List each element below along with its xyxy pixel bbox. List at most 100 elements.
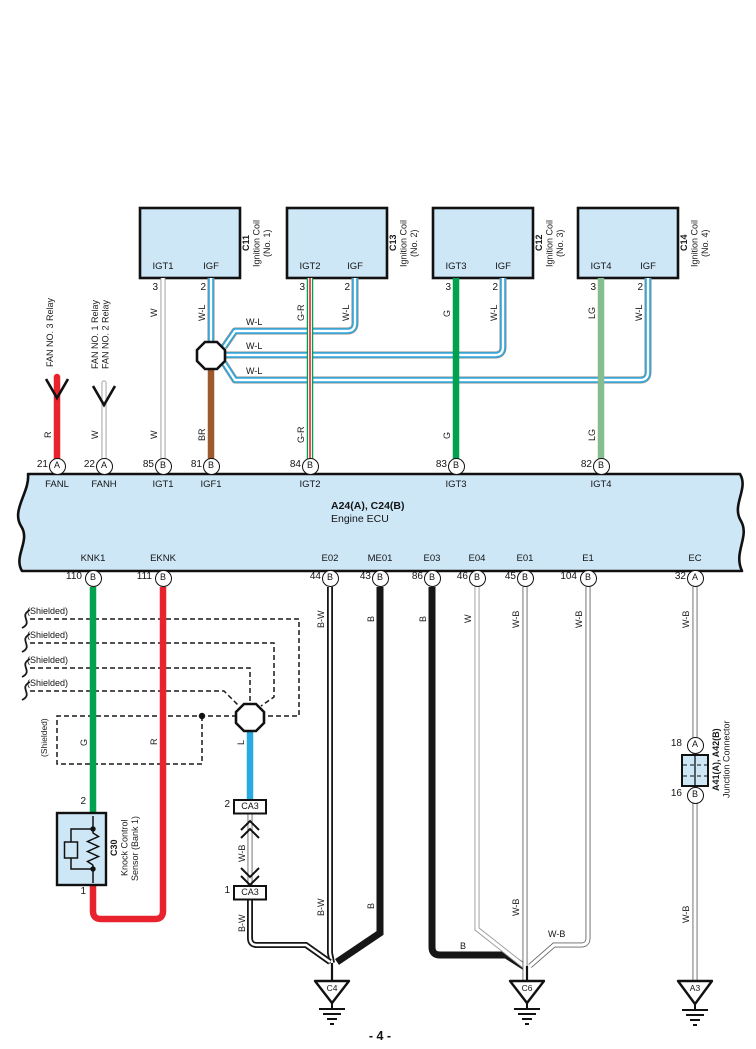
wire-label: W-L bbox=[246, 317, 263, 327]
coil2-pin-igf: IGF bbox=[347, 261, 363, 272]
ground-c4 bbox=[313, 963, 351, 1025]
pin-number: 111 bbox=[136, 571, 152, 582]
wire-label: B bbox=[366, 616, 376, 623]
wire-label: L bbox=[236, 739, 246, 745]
wire-label: W-L bbox=[246, 366, 263, 376]
wire-label: B bbox=[366, 903, 376, 910]
wire-label: B bbox=[460, 941, 467, 951]
wire-label: W-B bbox=[548, 929, 566, 939]
ecu-terminal-name: E01 bbox=[516, 553, 534, 564]
ecu-terminal-name: IGT1 bbox=[152, 479, 174, 490]
wire-e1-wb bbox=[530, 587, 588, 966]
wire-label: W-B bbox=[681, 610, 691, 628]
pin-connector-letter: B bbox=[202, 457, 220, 475]
wire-label: R bbox=[149, 738, 159, 746]
pin-number: 81 bbox=[190, 459, 202, 470]
pin-number: 16 bbox=[670, 788, 682, 799]
wire-label: W-B bbox=[511, 898, 521, 916]
wire-label: W-B bbox=[574, 610, 584, 628]
ecu-terminal-name: FANH bbox=[91, 479, 117, 490]
ground-name: C6 bbox=[521, 983, 533, 993]
ignition-coil-boxes bbox=[138, 206, 680, 280]
junction-octagon-top bbox=[195, 340, 227, 371]
pin-connector-letter: B bbox=[154, 457, 172, 475]
shield-label: (Shielded) bbox=[27, 630, 69, 640]
shield-label: (Shielded) bbox=[39, 718, 49, 758]
pin-number: 21 bbox=[36, 459, 48, 470]
wire-e02-bw bbox=[330, 587, 332, 963]
pin-number: 84 bbox=[289, 459, 301, 470]
pin-connector-letter: B bbox=[686, 786, 704, 804]
coil3-pin3-num: 3 bbox=[445, 282, 451, 293]
wire-label: G-R bbox=[296, 426, 306, 444]
pin-connector-letter: B bbox=[592, 457, 610, 475]
wire-label: LG bbox=[587, 307, 597, 320]
wire-label: B-W bbox=[237, 914, 247, 932]
pin-connector-letter: B bbox=[447, 457, 465, 475]
coil2-pin2-num: 2 bbox=[344, 282, 350, 293]
coil2-pin-igt2: IGT2 bbox=[299, 261, 321, 272]
wire-label: G bbox=[442, 431, 452, 439]
wire-label: B bbox=[418, 616, 428, 623]
wire-label: W-L bbox=[197, 304, 207, 322]
pin-number: 45 bbox=[504, 571, 516, 582]
shield-label: (Shielded) bbox=[27, 655, 69, 665]
ca3-connector-label: CA3 bbox=[241, 801, 259, 811]
pin-number: 82 bbox=[580, 459, 592, 470]
wire-label: G bbox=[79, 738, 89, 746]
fan-relay-1-2-label: FAN NO. 1 Relay FAN NO. 2 Relay bbox=[90, 299, 111, 369]
pin-number: 18 bbox=[670, 738, 682, 749]
coil1-pin-igf: IGF bbox=[203, 261, 219, 272]
pin-number: 32 bbox=[674, 571, 686, 582]
pin-connector-letter: B bbox=[154, 569, 172, 587]
pin-number: 85 bbox=[142, 459, 154, 470]
ecu-terminal-name: IGT2 bbox=[299, 479, 321, 490]
wire-label: W-B bbox=[237, 844, 247, 862]
ecu-terminal-name: EKNK bbox=[150, 553, 176, 564]
piezo-element-symbol bbox=[63, 841, 79, 859]
fan-relay-3-label: FAN NO. 3 Relay bbox=[45, 297, 55, 367]
pin-number: 46 bbox=[456, 571, 468, 582]
pin-number: 22 bbox=[83, 459, 95, 470]
wire-label: W-L bbox=[341, 304, 351, 322]
wire-wl-branches bbox=[211, 278, 648, 380]
pin-connector-letter: B bbox=[579, 569, 597, 587]
ecu-terminal-name: EC bbox=[688, 553, 702, 564]
ground-name: C4 bbox=[326, 983, 338, 993]
shield-label: (Shielded) bbox=[27, 606, 69, 616]
coil1-pin-igt1: IGT1 bbox=[152, 261, 174, 272]
pin-number: 44 bbox=[309, 571, 321, 582]
splice-dot bbox=[198, 712, 206, 720]
ca3-pin-number: 1 bbox=[224, 885, 230, 896]
pin-connector-letter: B bbox=[468, 569, 486, 587]
ecu-terminal-name: E04 bbox=[468, 553, 486, 564]
pin-number: 86 bbox=[411, 571, 423, 582]
page-number: - 4 - bbox=[368, 1029, 392, 1043]
pin-connector-letter: B bbox=[84, 569, 102, 587]
wire-label: W bbox=[463, 614, 473, 624]
ecu-terminal-name: IGT3 bbox=[445, 479, 467, 490]
ecu-terminal-name: E1 bbox=[582, 553, 594, 564]
wire-label: W-L bbox=[634, 304, 644, 322]
shield-label: (Shielded) bbox=[27, 678, 69, 688]
ca3-connector-label: CA3 bbox=[241, 887, 259, 897]
shield-continuation-squiggles bbox=[21, 609, 31, 701]
coil3-pin-igt3: IGT3 bbox=[445, 261, 467, 272]
pin-number: 110 bbox=[66, 571, 82, 582]
coil2-pin3-num: 3 bbox=[299, 282, 305, 293]
knock-sensor-box bbox=[55, 811, 108, 887]
coil3-pin-igf: IGF bbox=[495, 261, 511, 272]
junction-octagon-bottom bbox=[234, 702, 266, 733]
coil3-pin2-num: 2 bbox=[492, 282, 498, 293]
coil4-pin2-num: 2 bbox=[637, 282, 643, 293]
coil4-pin-igf: IGF bbox=[640, 261, 656, 272]
pin-connector-letter: B bbox=[371, 569, 389, 587]
coil1-pin3-num: 3 bbox=[152, 282, 158, 293]
ecu-terminal-name: ME01 bbox=[367, 553, 393, 564]
pin-connector-letter: B bbox=[321, 569, 339, 587]
pin-connector-letter: A bbox=[48, 457, 66, 475]
wire-label: W-B bbox=[511, 610, 521, 628]
pin-connector-letter: A bbox=[95, 457, 113, 475]
pin-connector-letter: B bbox=[301, 457, 319, 475]
